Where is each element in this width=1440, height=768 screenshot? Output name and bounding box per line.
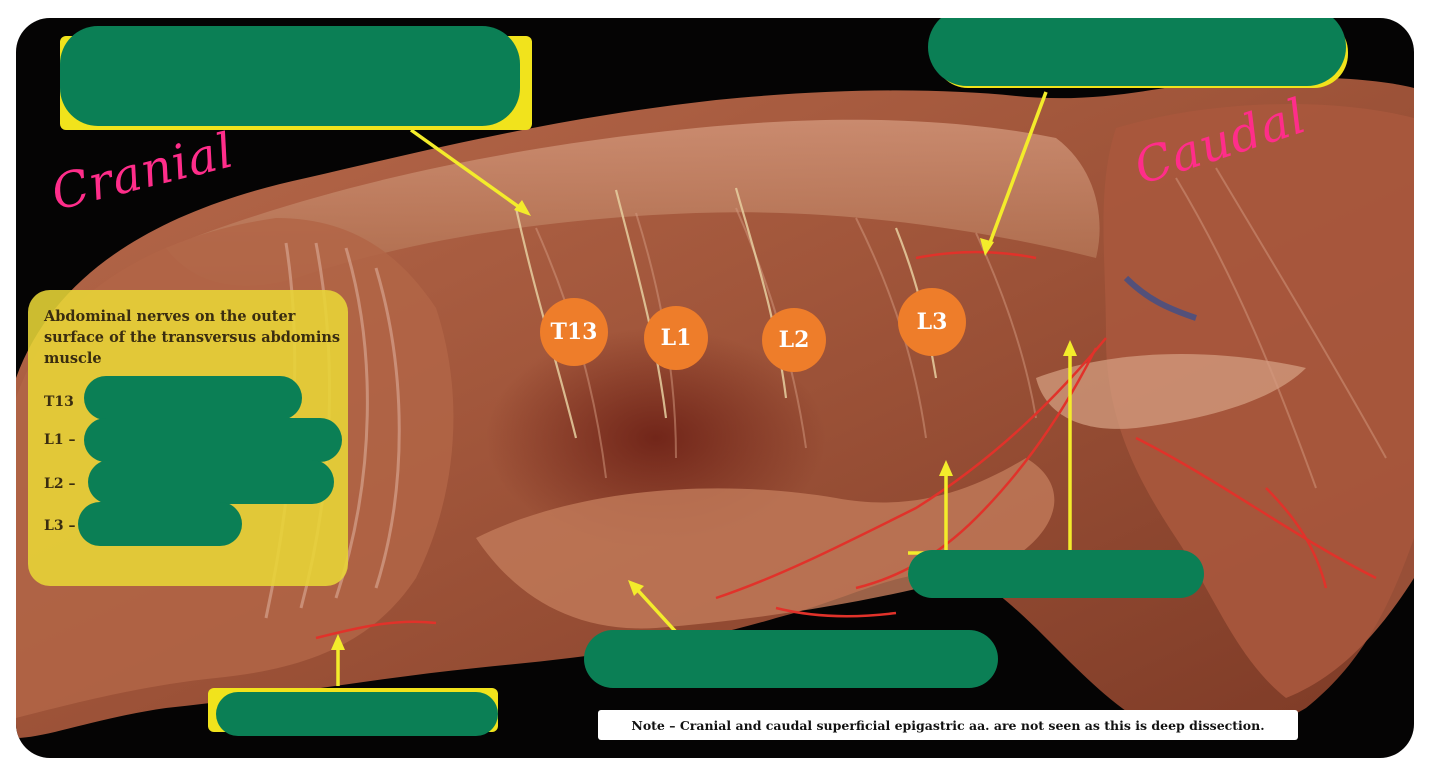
legend-row-l2: L2 – [44, 476, 76, 492]
dissection-figure: Cranial Caudal T13 L1 L2 L3 Abdominal ne… [16, 18, 1414, 758]
caudal-fascia [1036, 354, 1306, 429]
nerve-legend: Abdominal nerves on the outer surface of… [28, 290, 348, 586]
ventral-muscle-fold [476, 458, 1055, 629]
legend-row-t13: T13 [44, 394, 74, 410]
hidden-label-top-left [60, 26, 520, 126]
hindlimb-region [1103, 104, 1414, 699]
nerve-badge-l2: L2 [762, 308, 826, 372]
hidden-legend-answer-l1 [84, 418, 342, 462]
nerve-badge-l1: L1 [644, 306, 708, 370]
legend-title: Abdominal nerves on the outer surface of… [44, 308, 341, 367]
hidden-label-top-right [928, 18, 1346, 86]
dissection-photo [16, 77, 1414, 739]
legend-row-l1: L1 – [44, 432, 76, 448]
dissection-note: Note – Cranial and caudal superficial ep… [598, 710, 1298, 740]
hidden-legend-answer-t13 [84, 376, 302, 420]
dorsal-fascia [166, 119, 1100, 286]
vein [1123, 275, 1197, 321]
hidden-legend-answer-l3 [78, 502, 242, 546]
hidden-legend-answer-l2 [88, 460, 334, 504]
hidden-label-right-lower [908, 550, 1204, 598]
hidden-label-bottom-left [216, 692, 498, 736]
nerve-badge-l3: L3 [898, 288, 966, 356]
nerve-badge-t13: T13 [540, 298, 608, 366]
legend-row-l3: L3 – [44, 518, 76, 534]
hidden-label-bottom-center [584, 630, 998, 688]
